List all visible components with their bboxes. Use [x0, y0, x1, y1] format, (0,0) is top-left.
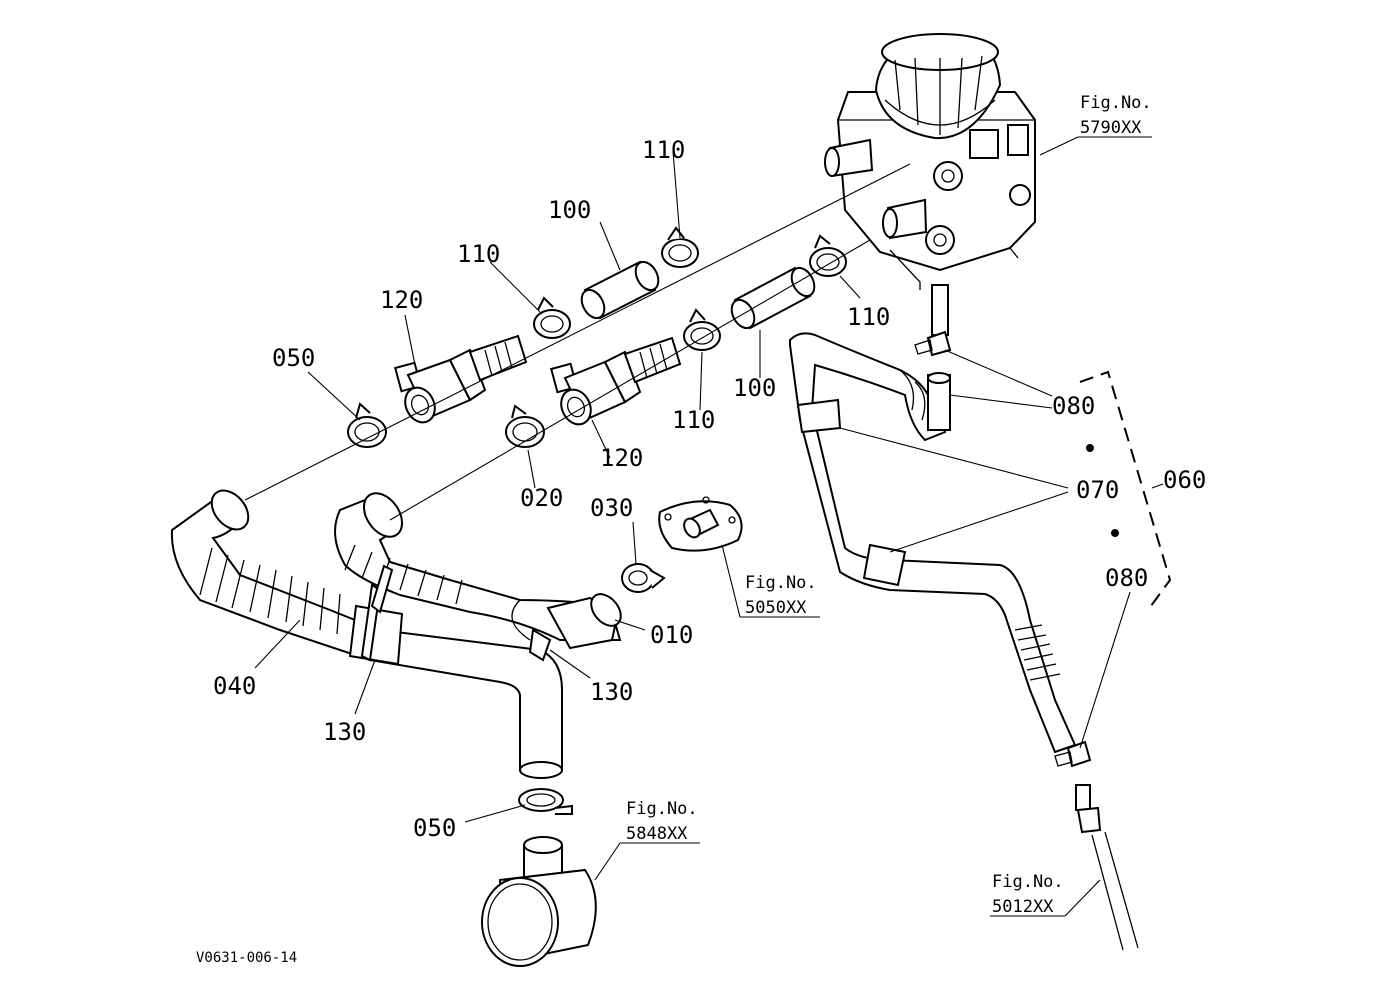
- figure-ref-label: Fig.No.: [1080, 93, 1152, 113]
- flange-fitting: [658, 496, 743, 552]
- label-130-left: 130: [323, 718, 366, 746]
- label-030: 030: [590, 494, 633, 522]
- label-050-lower: 050: [413, 814, 456, 842]
- hose-clamp-080-upper: [914, 330, 952, 357]
- drawing-code: V0631-006-14: [196, 950, 297, 966]
- label-110-right: 110: [847, 303, 890, 331]
- hose-clamp-080-lower: [1054, 740, 1092, 768]
- label-130-right: 130: [590, 678, 633, 706]
- label-080-upper: 080: [1052, 392, 1095, 420]
- water-pipe-tee: [481, 836, 597, 967]
- hose-clamp-110-tank-outlet: [809, 234, 847, 277]
- sensor-120-upper: [394, 334, 528, 424]
- label-070: 070: [1076, 476, 1119, 504]
- hose-clamp-110-lower: [683, 308, 721, 351]
- hose-clamp-050-upper: [347, 402, 387, 448]
- figure-ref-number: 5790XX: [1080, 118, 1142, 138]
- figure-ref-number: 5012XX: [992, 897, 1054, 917]
- label-110-top: 110: [642, 136, 685, 164]
- hose-clamp-110-upper-left: [533, 296, 571, 339]
- label-050-upper: 050: [272, 344, 315, 372]
- assembly-bracket-060: [1079, 370, 1172, 611]
- label-040: 040: [213, 672, 256, 700]
- hose-040: [170, 489, 563, 779]
- label-100-lower: 100: [733, 374, 776, 402]
- label-110-lower: 110: [672, 406, 715, 434]
- label-010: 010: [650, 621, 693, 649]
- label-120-upper: 120: [380, 286, 423, 314]
- figure-ref-5050xx: Fig.No. 5050XX: [745, 573, 817, 618]
- figure-ref-number: 5848XX: [626, 824, 688, 844]
- reference-dot-lower: [1111, 529, 1119, 537]
- label-120-lower: 120: [600, 444, 643, 472]
- leader-lines: [244, 136, 1164, 917]
- hose-010: [334, 492, 622, 662]
- reservoir-tank: [824, 33, 1036, 336]
- figure-ref-5848xx: Fig.No. 5848XX: [626, 799, 698, 844]
- hose-clamp-030: [621, 563, 666, 593]
- figure-ref-5790xx: Fig.No. 5790XX: [1080, 93, 1152, 138]
- label-020: 020: [520, 484, 563, 512]
- figure-ref-label: Fig.No.: [992, 872, 1064, 892]
- overflow-hose-070: [789, 332, 1139, 951]
- hose-clamp-050-lower: [518, 788, 573, 815]
- reference-dot-upper: [1086, 444, 1094, 452]
- sensor-120-lower: [550, 336, 682, 426]
- figure-ref-label: Fig.No.: [745, 573, 817, 593]
- label-080-lower: 080: [1105, 564, 1148, 592]
- label-100-upper: 100: [548, 196, 591, 224]
- label-110-left: 110: [457, 240, 500, 268]
- figure-ref-5012xx: Fig.No. 5012XX: [992, 872, 1064, 917]
- figure-ref-number: 5050XX: [745, 598, 807, 618]
- hose-clamp-110-upper-right: [661, 226, 699, 268]
- hose-clamp-020: [505, 404, 545, 448]
- hose-100-lower: [730, 266, 816, 330]
- figure-ref-label: Fig.No.: [626, 799, 698, 819]
- label-060: 060: [1163, 466, 1206, 494]
- hose-100-upper: [580, 260, 660, 320]
